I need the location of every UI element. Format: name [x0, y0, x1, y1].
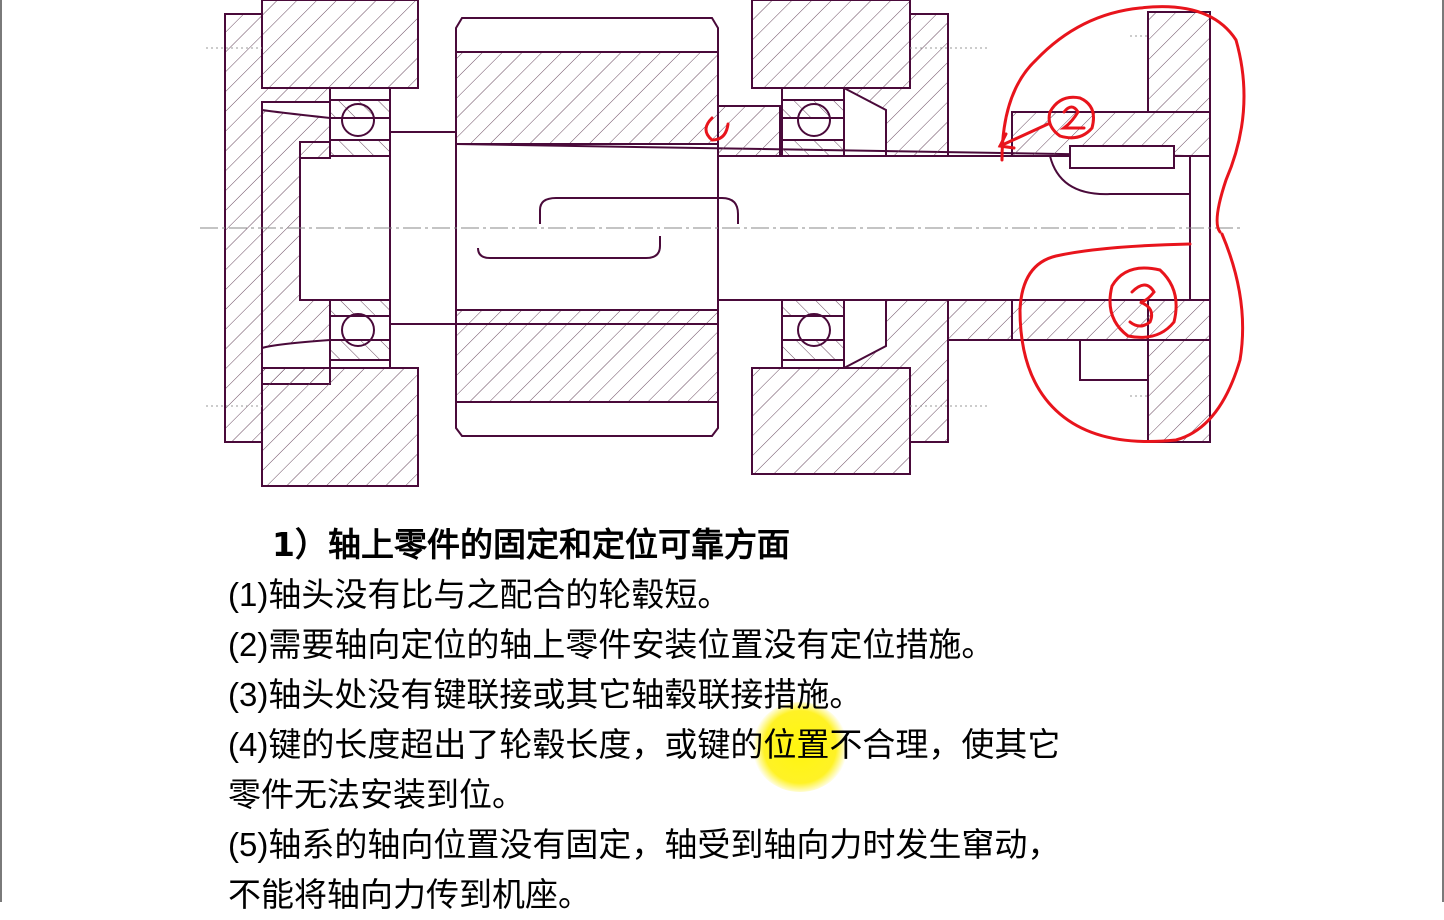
left-bearing-seat: [261, 108, 331, 350]
left-bearing-ball-top: [341, 103, 375, 137]
gear: [455, 17, 739, 437]
right-top-housing: [751, 0, 911, 89]
list-item-1: (1)轴头没有比与之配合的轮毂短。: [228, 575, 731, 614]
list-item-4: (4)键的长度超出了轮毂长度，或键的位置不合理，使其它: [228, 725, 1061, 764]
spacer-sleeve: [717, 105, 781, 157]
shaft-assembly-drawing: [200, 0, 1246, 487]
reason-list: 1）轴上零件的固定和定位可靠方面 (1)轴头没有比与之配合的轮毂短。 (2)需要…: [228, 520, 1288, 920]
list-item-3: (3)轴头处没有键联接或其它轴毂联接措施。: [228, 675, 863, 714]
section-heading: 1）轴上零件的固定和定位可靠方面: [272, 525, 790, 564]
right-bottom-housing: [751, 367, 911, 475]
right-end-cover: [843, 13, 949, 157]
list-item-5: (5)轴系的轴向位置没有固定，轴受到轴向力时发生窜动，: [228, 825, 1061, 864]
left-top-housing: [261, 0, 419, 89]
list-item-4-continued: 零件无法安装到位。: [228, 775, 525, 814]
red-annotations: [704, 5, 1246, 443]
coupling-hub: [1011, 11, 1211, 443]
annotation-mark-1: [704, 116, 730, 142]
list-item-5-continued: 不能将轴向力传到机座。: [228, 875, 591, 914]
right-bearing-ball-bottom: [797, 313, 831, 347]
left-border: [0, 0, 2, 902]
right-border: [1442, 0, 1444, 902]
shaft: [455, 143, 1191, 325]
right-bearing-ball-top: [797, 103, 831, 137]
left-bottom-housing: [261, 367, 419, 487]
list-item-2: (2)需要轴向定位的轴上零件安装位置没有定位措施。: [228, 625, 995, 664]
left-bearing-ball-bottom: [341, 313, 375, 347]
